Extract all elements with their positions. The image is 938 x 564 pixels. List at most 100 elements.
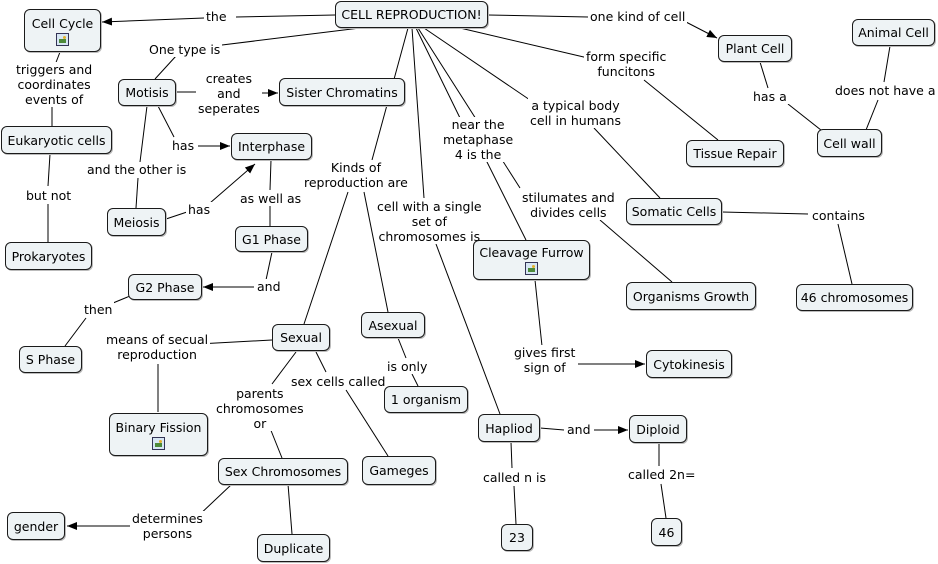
connector-line (269, 427, 283, 459)
connector-line (513, 485, 517, 525)
concept-organisms-growth[interactable]: Organisms Growth (626, 282, 756, 310)
connector-line (485, 159, 527, 241)
concept-cytokinesis[interactable]: Cytokinesis (646, 350, 732, 378)
link-label-sex-cells-called: sex cells called (289, 374, 388, 389)
link-label-gives-first-sign: gives first sign of (512, 345, 578, 375)
concept-sexual[interactable]: Sexual (272, 324, 330, 351)
concept-cell-wall[interactable]: Cell wall (817, 129, 882, 157)
concept-label: Eukaryotic cells (7, 132, 106, 148)
concept-label: 1 organism (390, 392, 462, 407)
link-label-one-kind-of-cell: one kind of cell (588, 9, 688, 24)
link-label-has-cell-wall: has a (751, 89, 789, 104)
link-label-parents-chromosomes: parents chromosomes or (214, 386, 306, 431)
connector-line (363, 191, 389, 313)
link-label-contains: contains (810, 208, 867, 223)
link-label-then: then (82, 302, 115, 317)
concept-label: Meiosis (113, 214, 160, 230)
link-label-kinds-of-reproduction: Kinds of reproduction are (302, 160, 410, 190)
concept-label: Cell Cycle (31, 15, 94, 31)
link-label-and-the-other-is: and the other is (85, 162, 189, 177)
connector-line (883, 45, 891, 83)
concept-binary-fission[interactable]: Binary Fission (109, 413, 208, 456)
concept-g2-phase[interactable]: G2 Phase (128, 274, 202, 300)
connector-line (265, 251, 273, 281)
connector-line (135, 177, 139, 209)
concept-label: Sister Chromatins (286, 84, 398, 100)
connector-line (287, 483, 293, 535)
concept-cell-reproduction[interactable]: CELL REPRODUCTION! (335, 1, 488, 28)
concept-gender[interactable]: gender (7, 512, 65, 540)
concept-sex-chromosomes[interactable]: Sex Chromosomes (218, 458, 348, 485)
connector-line (435, 243, 501, 415)
concept-label: Organisms Growth (632, 288, 750, 304)
concept-plant-cell[interactable]: Plant Cell (718, 35, 792, 62)
connector-line (539, 427, 565, 431)
connector-line (721, 211, 809, 215)
connector-line (534, 279, 543, 347)
concept-s-phase[interactable]: S Phase (19, 346, 82, 373)
concept-somatic-cells[interactable]: Somatic Cells (626, 198, 722, 225)
concept-label: Cell wall (823, 135, 876, 151)
concept-label: Sexual (280, 330, 322, 345)
concept-gameges[interactable]: Gameges (362, 456, 436, 485)
concept-cell-cycle[interactable]: Cell Cycle (24, 9, 101, 52)
image-icon[interactable] (56, 32, 69, 46)
concept-hapliod[interactable]: Hapliod (478, 414, 540, 442)
concept-asexual[interactable]: Asexual (361, 312, 425, 338)
connector-line (423, 27, 531, 101)
link-label-stimulates-divides: stilumates and divides cells (520, 190, 617, 220)
concept-label: gender (13, 518, 59, 534)
link-label-has-interphase: has (170, 138, 197, 153)
concept-label: G2 Phase (135, 279, 195, 295)
concept-label: 46 chromosomes (800, 290, 909, 305)
concept-46-chromosomes[interactable]: 46 chromosomes (796, 284, 913, 311)
link-label-means-of-secual: means of secual reproduction (104, 332, 211, 362)
concept-diploid[interactable]: Diploid (629, 415, 687, 443)
concept-sister-chromatins[interactable]: Sister Chromatins (279, 78, 405, 106)
link-label-cell-single-set: cell with a single set of chromosomes is (375, 199, 484, 244)
concept-prokaryotes[interactable]: Prokaryotes (5, 242, 92, 270)
image-icon[interactable] (525, 262, 538, 275)
concept-animal-cell[interactable]: Animal Cell (852, 19, 935, 46)
connector-line (221, 27, 361, 46)
connector-line (303, 191, 349, 325)
concept-motisis[interactable]: Motisis (118, 79, 176, 106)
concept-23[interactable]: 23 (501, 524, 533, 551)
link-label-near-metaphase: near the metaphase 4 is the (441, 117, 516, 162)
concept-46[interactable]: 46 (651, 518, 682, 546)
connector-line (411, 373, 419, 387)
concept-cleavage-furrow[interactable]: Cleavage Furrow (473, 240, 590, 280)
connector-line (315, 351, 327, 373)
concept-label: 23 (509, 530, 525, 545)
concept-label: G1 Phase (242, 231, 301, 247)
connector-arrow (101, 17, 205, 26)
link-label-called-2n: called 2n= (626, 467, 698, 482)
concept-meiosis[interactable]: Meiosis (107, 208, 166, 236)
concept-interphase[interactable]: Interphase (231, 133, 312, 160)
concept-eukaryotic-cells[interactable]: Eukaryotic cells (1, 126, 112, 154)
connector-line (510, 441, 513, 469)
concept-label: Sex Chromosomes (224, 464, 342, 479)
connector-line (415, 27, 461, 119)
concept-label: Asexual (368, 317, 418, 333)
image-icon[interactable] (152, 436, 165, 450)
concept-g1-phase[interactable]: G1 Phase (235, 226, 308, 252)
link-label-is-only: is only (385, 359, 430, 374)
connector-line (643, 79, 719, 141)
concept-label: Cytokinesis (653, 356, 725, 372)
connector-line (417, 27, 521, 189)
connector-line (487, 14, 589, 18)
concept-1-organism[interactable]: 1 organism (384, 386, 468, 413)
concept-label: S Phase (25, 352, 76, 367)
connector-line (593, 127, 661, 199)
connector-line (837, 223, 853, 285)
link-label-form-specific: form specific funcitons (584, 49, 669, 79)
concept-tissue-repair[interactable]: Tissue Repair (686, 140, 784, 167)
concept-duplicate[interactable]: Duplicate (257, 534, 330, 562)
connector-arrow (209, 163, 256, 204)
concept-label: 46 (658, 524, 675, 540)
link-label-typical-body-cell: a typical body cell in humans (528, 98, 623, 128)
connector-line (139, 105, 148, 163)
connector-line (459, 27, 589, 59)
connector-line (157, 105, 175, 138)
